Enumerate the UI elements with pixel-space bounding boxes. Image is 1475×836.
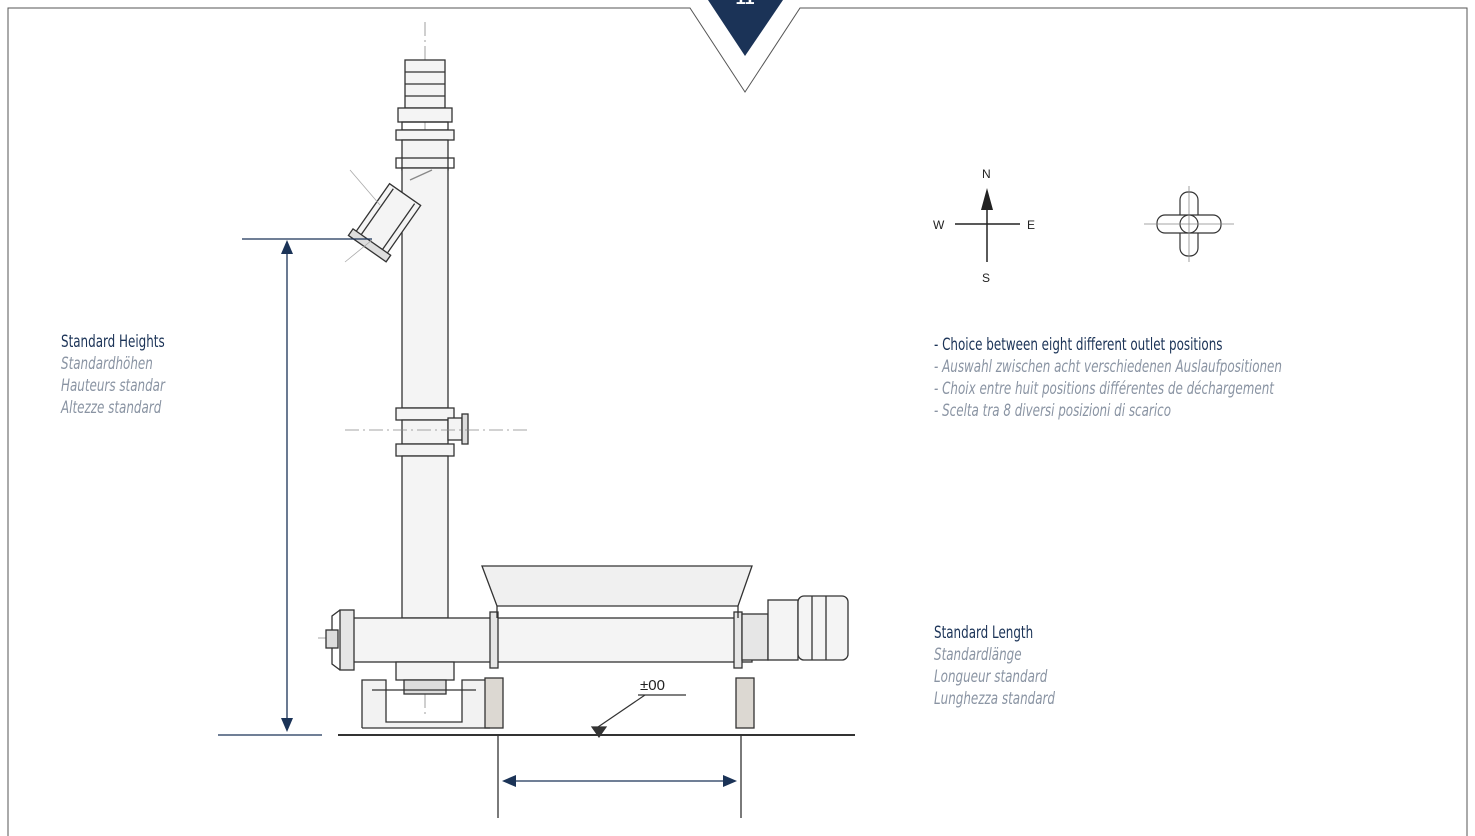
page-number: 11 <box>735 0 754 8</box>
standard-heights-fr: Hauteurs standar <box>61 376 165 396</box>
compass-e: E <box>1027 218 1035 232</box>
outlet-positions-title: - Choice between eight different outlet … <box>934 335 1223 355</box>
standard-heights-label: Standard Heights Standardhöhen Hauteurs … <box>61 331 194 419</box>
standard-length-label: Standard Length Standardlänge Longueur s… <box>934 622 1089 710</box>
standard-length-de: Standardlänge <box>934 645 1022 665</box>
outlet-positions-de: - Auswahl zwischen acht verschiedenen Au… <box>934 357 1282 377</box>
standard-length-title: Standard Length <box>934 623 1034 643</box>
compass-n: N <box>982 167 991 181</box>
outlet-positions-it: - Scelta tra 8 diversi posizioni di scar… <box>934 401 1171 421</box>
standard-heights-de: Standardhöhen <box>61 354 153 374</box>
length-dimension <box>497 735 742 818</box>
outlet-positions-label: - Choice between eight different outlet … <box>934 334 1380 422</box>
ground-level-marker <box>590 694 686 739</box>
page-border <box>7 7 1468 836</box>
standard-length-it: Lunghezza standard <box>934 689 1055 709</box>
outlet-positions-icon <box>1144 186 1234 262</box>
screw-conveyor-drawing <box>318 22 855 736</box>
standard-length-fr: Longueur standard <box>934 667 1048 687</box>
outlet-positions-fr: - Choix entre huit positions différentes… <box>934 379 1274 399</box>
ground-level-label: ±00 <box>640 677 665 694</box>
compass-s: S <box>982 271 990 285</box>
standard-heights-title: Standard Heights <box>61 332 165 352</box>
standard-heights-it: Altezze standard <box>61 398 162 418</box>
height-dimension <box>218 238 372 736</box>
page-number-tab <box>708 0 783 56</box>
compass-rose <box>955 188 1020 262</box>
compass-w: W <box>933 218 945 232</box>
